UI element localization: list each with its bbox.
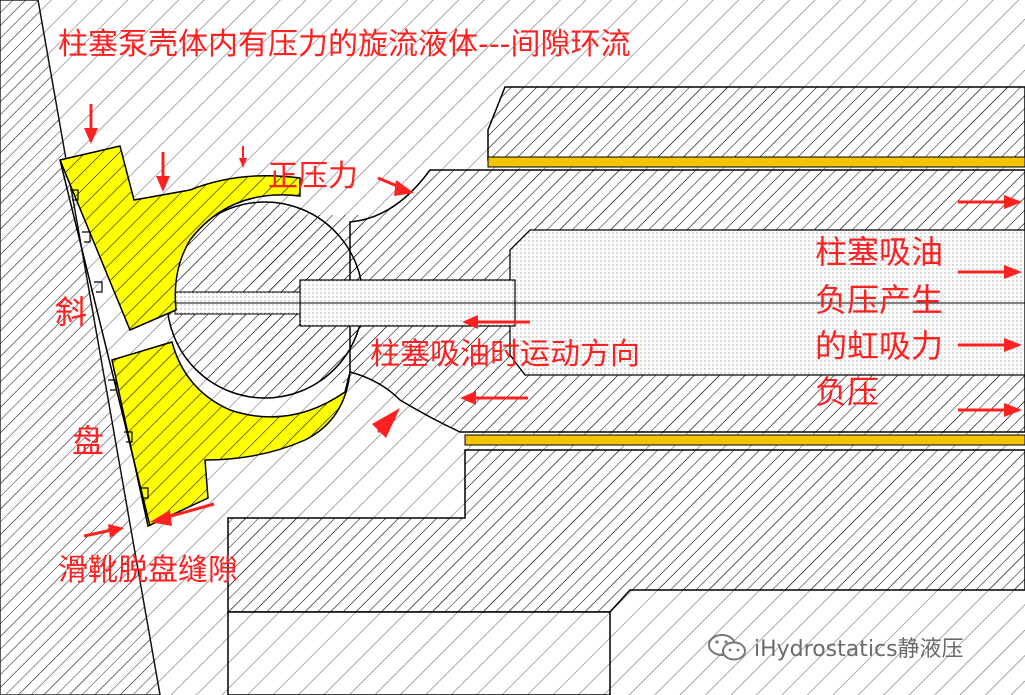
watermark-text: iHydrostatics静液压: [754, 637, 964, 662]
cylinder-block-upper: [487, 86, 1025, 161]
suction-label-line4: 负压: [815, 373, 880, 411]
arrow-left-mid-head: [462, 315, 478, 329]
swash-plate-label-1: 斜: [55, 293, 88, 331]
arrow-down-2-head: [156, 176, 170, 192]
arrow-right-1-head: [1004, 195, 1022, 209]
swash-plate-label-2: 盘: [72, 422, 105, 460]
arrow-slipper-gap-head: [150, 510, 172, 526]
casing-fluid-label: 柱塞泵壳体内有压力的旋流液体---间隙环流: [58, 27, 631, 62]
suction-label-line3: 的虹吸力: [815, 327, 944, 365]
slipper-upper: [58, 145, 301, 331]
slipper-gap-label: 滑靴脱盘缝隙: [58, 553, 238, 588]
wechat-icon: [708, 634, 746, 661]
arrow-right-2-head: [1004, 265, 1022, 279]
slipper-lower: [111, 341, 351, 528]
arrow-left-low-head: [460, 391, 476, 405]
arrow-positive-pressure-head: [394, 180, 414, 196]
arrow-up-lower-head: [372, 408, 400, 438]
arrow-right-4-head: [1004, 403, 1022, 417]
watermark: iHydrostatics静液压: [706, 631, 964, 663]
bore-stripe-bottom: [464, 434, 1025, 446]
arrow-slipper-gap: [163, 502, 215, 520]
motion-direction-label: 柱塞吸油时运动方向: [370, 337, 640, 372]
swash-plate-face: [59, 159, 151, 527]
force-arrows: [83, 104, 1022, 538]
arrow-down-3-head: [239, 158, 247, 168]
suction-label-line2: 负压产生: [815, 281, 944, 319]
arrow-right-3-head: [1004, 338, 1022, 352]
arrow-down-1-head: [84, 128, 98, 144]
arrow-gap-right: [83, 528, 113, 538]
suction-label-line1: 柱塞吸油: [815, 233, 944, 271]
bore-stripe-top: [487, 156, 1025, 168]
arrow-gap-right-head: [108, 524, 124, 538]
swash-plate: [0, 0, 161, 695]
positive-pressure-label: 正压力: [268, 159, 358, 194]
